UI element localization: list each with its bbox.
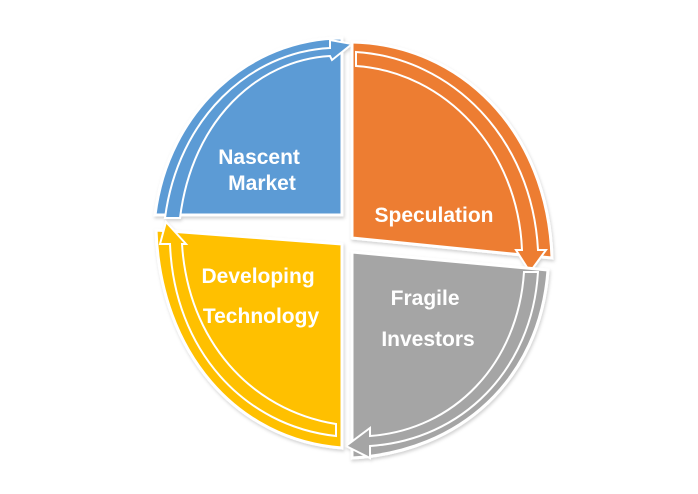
segment-fragile-investors-fill (350, 250, 550, 460)
cycle-arrow-right-icon (355, 50, 548, 274)
segment-label-nascent-market: Nascent Market (218, 146, 306, 195)
segment-fragile-investors: Fragile Investors (344, 250, 550, 460)
cycle-arrow-top-icon (163, 38, 355, 219)
cycle-arrow-bottom-icon (344, 271, 540, 460)
segment-nascent-market-fill (153, 36, 344, 217)
segment-label-speculation: Speculation (374, 204, 493, 227)
segment-speculation-fill (350, 40, 554, 260)
segment-label-developing-technology: Developing Technology (201, 265, 320, 328)
segment-label-fragile-investors: Fragile Investors (381, 287, 474, 351)
segment-developing-technology-fill (154, 228, 344, 450)
cycle-arrow-left-icon (158, 219, 337, 438)
segment-nascent-market: Nascent Market (153, 36, 355, 219)
segment-developing-technology: Developing Technology (154, 219, 344, 450)
segment-speculation: Speculation (350, 40, 554, 274)
